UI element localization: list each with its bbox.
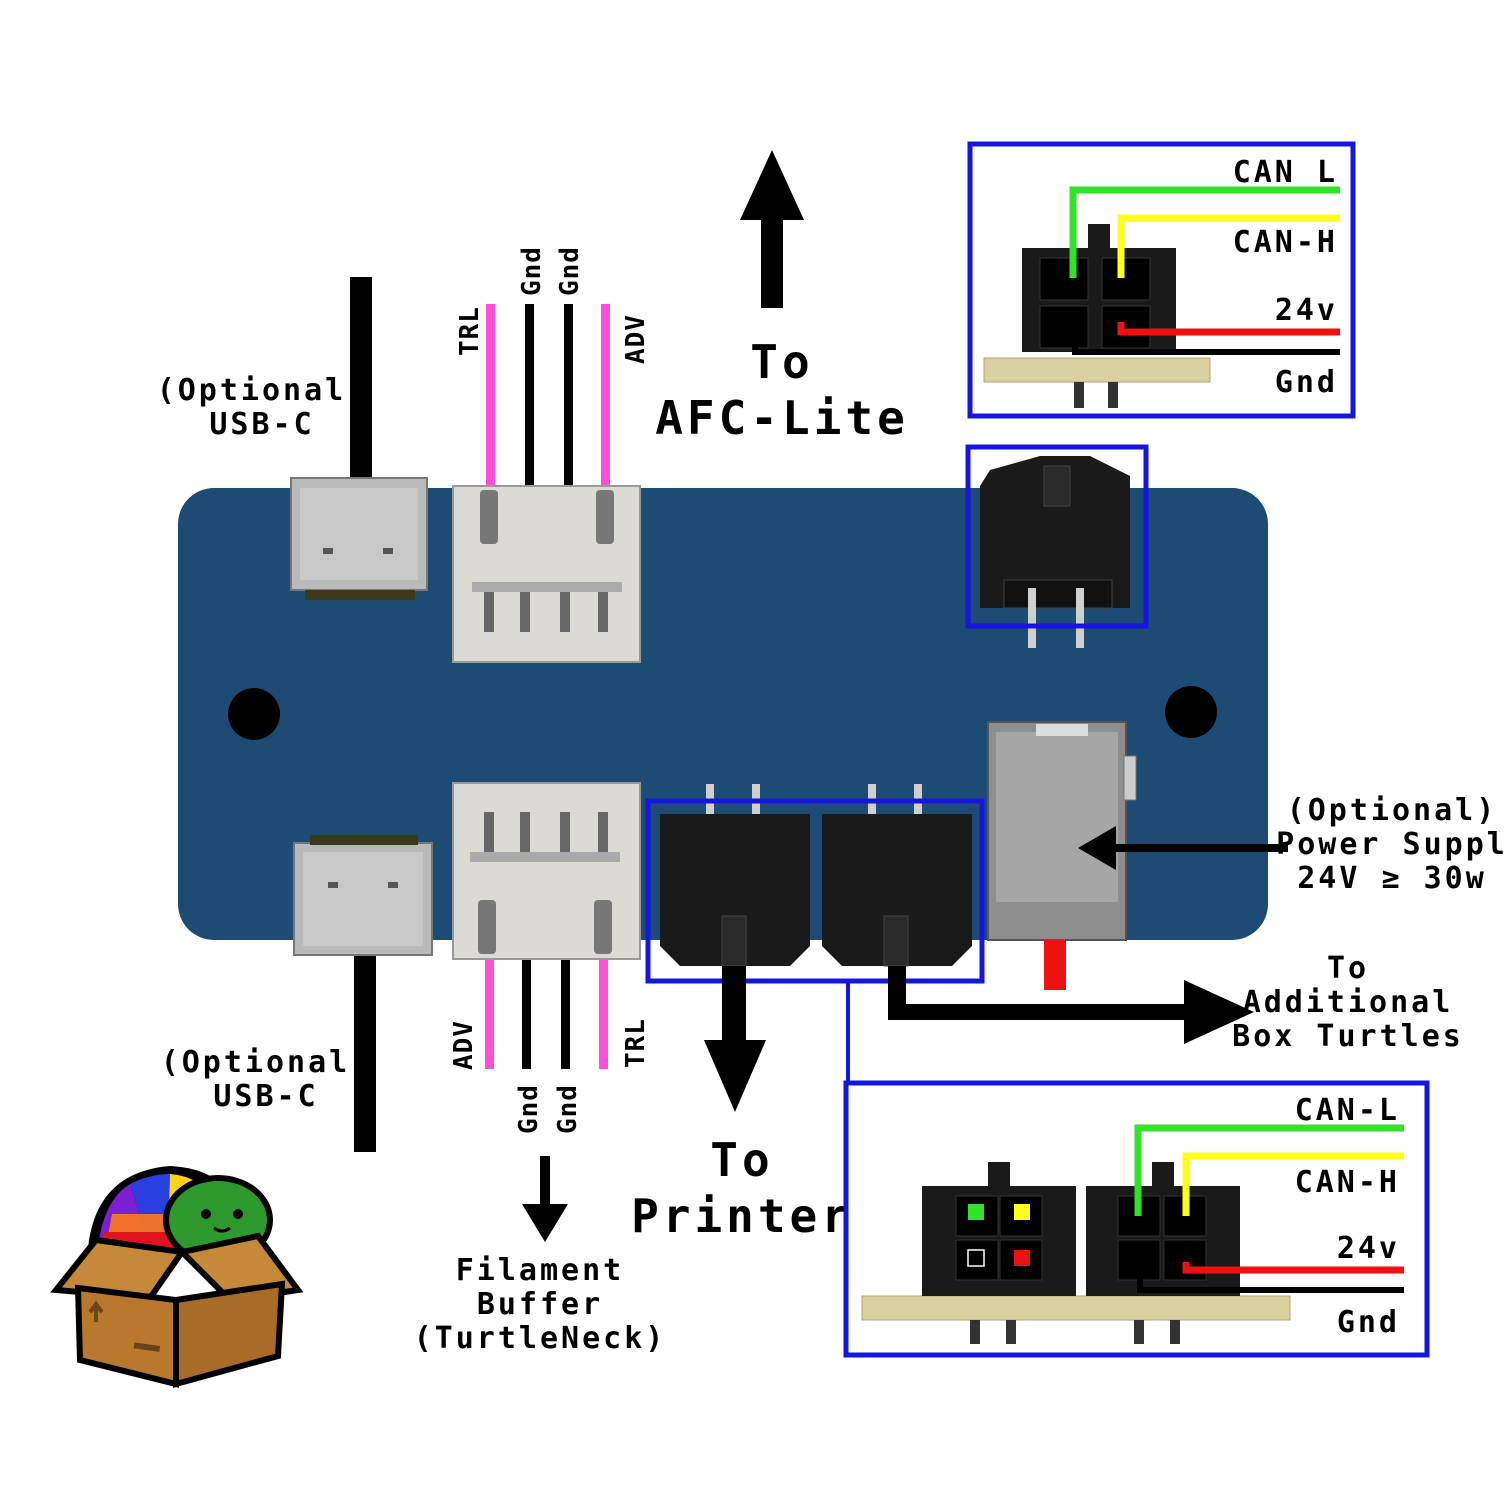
afc-lite-connector bbox=[980, 456, 1130, 648]
filament-buffer-arrow bbox=[522, 1156, 568, 1242]
bottom-pin-label-gnd-2: Gnd bbox=[553, 1084, 583, 1134]
afc-lite-label-1: To bbox=[750, 335, 813, 389]
usb-c-port-top bbox=[290, 477, 428, 600]
printer-label-2: Printer bbox=[631, 1189, 853, 1243]
bottom-pinout-inset bbox=[843, 1080, 1430, 1358]
top-pin-label-gnd-2: Gnd bbox=[555, 246, 585, 296]
mounting-hole-right bbox=[1165, 686, 1217, 738]
top-inset-can-h: CAN-H bbox=[1233, 225, 1338, 260]
usb-top-cable bbox=[350, 277, 372, 492]
bottom-pin-label-gnd-1: Gnd bbox=[514, 1084, 544, 1134]
barrel-jack bbox=[987, 721, 1137, 990]
printer-connector-left bbox=[660, 784, 810, 967]
afc-lite-label-2: AFC-Lite bbox=[655, 391, 909, 445]
power-label-2: Power Suppl bbox=[1276, 827, 1508, 862]
bottom-inset-can-h: CAN-H bbox=[1295, 1165, 1400, 1200]
jst-header-top bbox=[452, 485, 641, 663]
printer-connector-right bbox=[822, 784, 972, 967]
usb-top-label-1: (Optional) bbox=[157, 373, 368, 408]
bottom-signal-wires bbox=[485, 957, 608, 1069]
top-pin-label-gnd-1: Gnd bbox=[517, 246, 547, 296]
bottom-inset-gnd: Gnd bbox=[1337, 1305, 1400, 1340]
usb-top-label-2: USB-C bbox=[209, 407, 314, 442]
additional-label-2: Additional bbox=[1243, 985, 1454, 1020]
to-additional-arrow bbox=[888, 966, 1254, 1044]
to-afc-lite-arrow bbox=[740, 150, 804, 308]
box-turtle-logo bbox=[50, 1166, 304, 1388]
top-inset-gnd: Gnd bbox=[1275, 365, 1338, 400]
bottom-inset-24v: 24v bbox=[1337, 1231, 1400, 1266]
printer-label-1: To bbox=[710, 1133, 773, 1187]
usb-bottom-label-1: (Optional) bbox=[161, 1045, 372, 1080]
buffer-label-2: Buffer bbox=[477, 1287, 603, 1322]
usb-bottom-cable bbox=[354, 955, 376, 1152]
mounting-hole-left bbox=[228, 688, 280, 740]
inset-link-line bbox=[846, 979, 850, 1083]
bottom-inset-can-l: CAN-L bbox=[1295, 1093, 1400, 1128]
jst-header-bottom bbox=[452, 782, 641, 960]
power-label-1: (Optional) bbox=[1287, 793, 1498, 828]
printer-highlight-box bbox=[645, 798, 985, 984]
top-inset-can-l: CAN L bbox=[1233, 155, 1338, 190]
top-signal-wires bbox=[486, 304, 610, 490]
bottom-pin-label-adv: ADV bbox=[449, 1020, 479, 1070]
top-pin-label-trl: TRL bbox=[455, 306, 485, 356]
power-label-3: 24V ≥ 30w bbox=[1297, 861, 1487, 896]
top-pin-label-adv: ADV bbox=[621, 314, 651, 364]
buffer-label-1: Filament bbox=[456, 1253, 625, 1288]
top-pinout-inset bbox=[967, 141, 1356, 419]
usb-c-port-bottom bbox=[293, 835, 433, 956]
bottom-pin-label-trl: TRL bbox=[621, 1018, 651, 1068]
power-arrow bbox=[1078, 826, 1288, 870]
usb-bottom-label-2: USB-C bbox=[213, 1079, 318, 1114]
afc-lite-highlight-box bbox=[965, 444, 1149, 629]
additional-label-1: To bbox=[1327, 951, 1369, 986]
to-printer-arrow bbox=[704, 966, 766, 1112]
buffer-label-3: (TurtleNeck) bbox=[414, 1321, 667, 1356]
top-inset-24v: 24v bbox=[1275, 293, 1338, 328]
additional-label-3: Box Turtles bbox=[1232, 1019, 1464, 1054]
